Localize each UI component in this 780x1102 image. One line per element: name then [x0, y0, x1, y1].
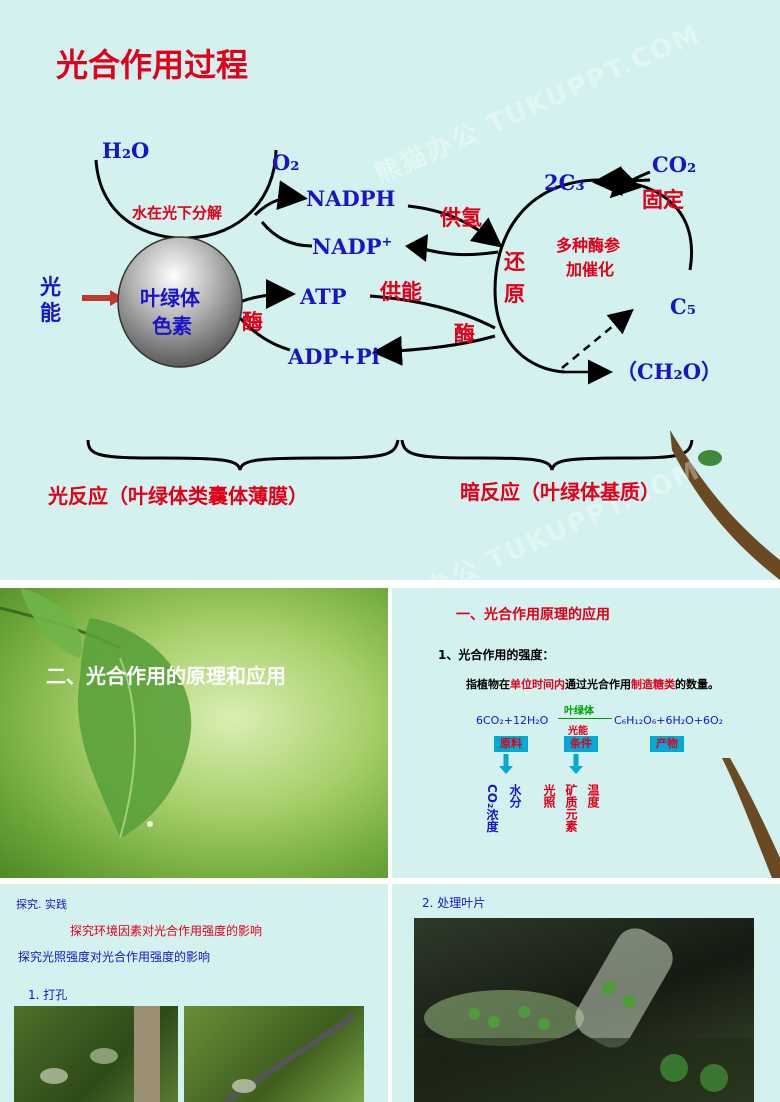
label-h2o: H₂O	[102, 138, 150, 163]
step1-label: 1. 打孔	[28, 988, 68, 1002]
slide-photosynthesis-intensity: 一、光合作用原理的应用 1、光合作用的强度： 指植物在单位时间内通过光合作用制造…	[392, 588, 780, 878]
label-c5: C₅	[670, 294, 696, 319]
explore-line1: 探究环境因素对光合作用强度的影响	[70, 924, 263, 938]
label-light-reaction: 光反应（叶绿体类囊体薄膜）	[48, 484, 308, 508]
step2-label: 2. 处理叶片	[422, 896, 486, 910]
curly-brace-icon	[86, 439, 400, 471]
slide-process-leaves: 2. 处理叶片	[392, 884, 780, 1102]
equation-bottom: 光能	[568, 726, 588, 737]
label-light-energy: 光能	[40, 275, 61, 325]
leaf-illustration	[0, 588, 192, 839]
label-supply-energy: 供能	[380, 280, 422, 304]
arrow-to-atp	[239, 279, 296, 310]
photo-leaf-treatment	[414, 918, 754, 1102]
arrow-to-nadph	[253, 180, 308, 217]
label-supply-h: 供氢	[440, 206, 482, 230]
pigment-line1: 叶绿体	[140, 286, 200, 310]
tag-condition: 条件	[564, 736, 598, 752]
label-nadp: NADP+	[312, 234, 393, 259]
slide-title: 二、光合作用的原理和应用	[46, 664, 286, 688]
arrow-to-2c3	[592, 166, 651, 197]
definition-text: 指植物在单位时间内通过光合作用制造糖类的数量。	[466, 678, 719, 691]
label-water-split: 水在光下分解	[132, 204, 223, 222]
arc-nadp-back	[260, 221, 313, 248]
arrow-co2	[609, 166, 651, 199]
calvin-cycle-arc	[493, 178, 693, 374]
page-title: 光合作用过程	[56, 46, 249, 84]
photo-leaf-punch-1	[14, 1006, 178, 1102]
slide-photosynthesis-process: 熊猫办公 TUKUPPT.COM 熊猫办公 TUKUPPT.COM 光合作用过程…	[0, 0, 780, 580]
pigment-ellipse	[117, 236, 243, 368]
tag-raw: 原料	[494, 736, 528, 752]
label-o2: O₂	[272, 150, 300, 175]
label-enzyme-multi-1: 多种酶参	[556, 236, 621, 255]
tag-product: 产物	[650, 736, 684, 752]
decor-stem-small	[722, 758, 780, 878]
slide-title: 一、光合作用原理的应用	[456, 607, 610, 623]
equation-arrow-line	[558, 718, 612, 719]
slide-principle-and-application: 二、光合作用的原理和应用	[0, 588, 388, 878]
label-ch2o: （CH₂O）	[616, 359, 723, 384]
subtitle: 1、光合作用的强度：	[438, 648, 555, 662]
label-fix: 固定	[642, 188, 684, 212]
label-co2: CO₂	[652, 152, 697, 177]
decor-stem	[670, 430, 780, 580]
water-split-arc	[94, 149, 278, 240]
pigment-line2: 色素	[152, 314, 192, 338]
label-enzyme-left: 酶	[242, 310, 263, 334]
explore-line2: 探究光照强度对光合作用强度的影响	[18, 950, 211, 964]
factor-water: 水分	[508, 784, 522, 808]
factor-mineral: 矿质元素	[564, 784, 578, 832]
slide-explore-practice: 探究. 实践 探究环境因素对光合作用强度的影响 探究光照强度对光合作用强度的影响…	[0, 884, 388, 1102]
decor-leaf	[698, 450, 722, 466]
process-diagram-lines	[82, 149, 780, 580]
arrow-back-nadp	[419, 246, 499, 257]
label-adp-pi: ADP+Pi	[288, 344, 380, 369]
label-enzyme-multi-2: 加催化	[566, 260, 615, 279]
curly-brace-icon-2	[400, 439, 694, 471]
explore-label: 探究. 实践	[16, 898, 67, 911]
label-enzyme-mid: 酶	[454, 322, 475, 346]
arc-adp-back	[238, 316, 291, 352]
dashed-arrow-c5	[561, 308, 634, 369]
factor-temperature: 温度	[586, 784, 600, 808]
arrow-supply-energy	[369, 294, 496, 330]
label-reduce-2: 原	[504, 282, 525, 306]
arrow-supply-h	[407, 204, 503, 248]
arrow-back-adp	[372, 334, 496, 366]
down-arrow-icon	[499, 754, 583, 774]
big-arrowhead-nadp	[405, 234, 428, 262]
label-atp: ATP	[300, 284, 347, 309]
photo-leaf-punch-2	[184, 1006, 364, 1102]
label-2c3: 2C₃	[544, 170, 585, 195]
equation-left: 6CO₂+12H₂O	[476, 714, 549, 727]
label-nadph: NADPH	[306, 186, 396, 211]
label-dark-reaction: 暗反应（叶绿体基质）	[460, 480, 660, 504]
label-reduce-1: 还	[504, 250, 525, 274]
factor-light: 光照	[542, 784, 556, 808]
equation-top: 叶绿体	[564, 706, 594, 717]
equation-right: C₆H₁₂O₆+6H₂O+6O₂	[614, 714, 724, 727]
factor-co2: CO₂浓度	[485, 784, 499, 833]
